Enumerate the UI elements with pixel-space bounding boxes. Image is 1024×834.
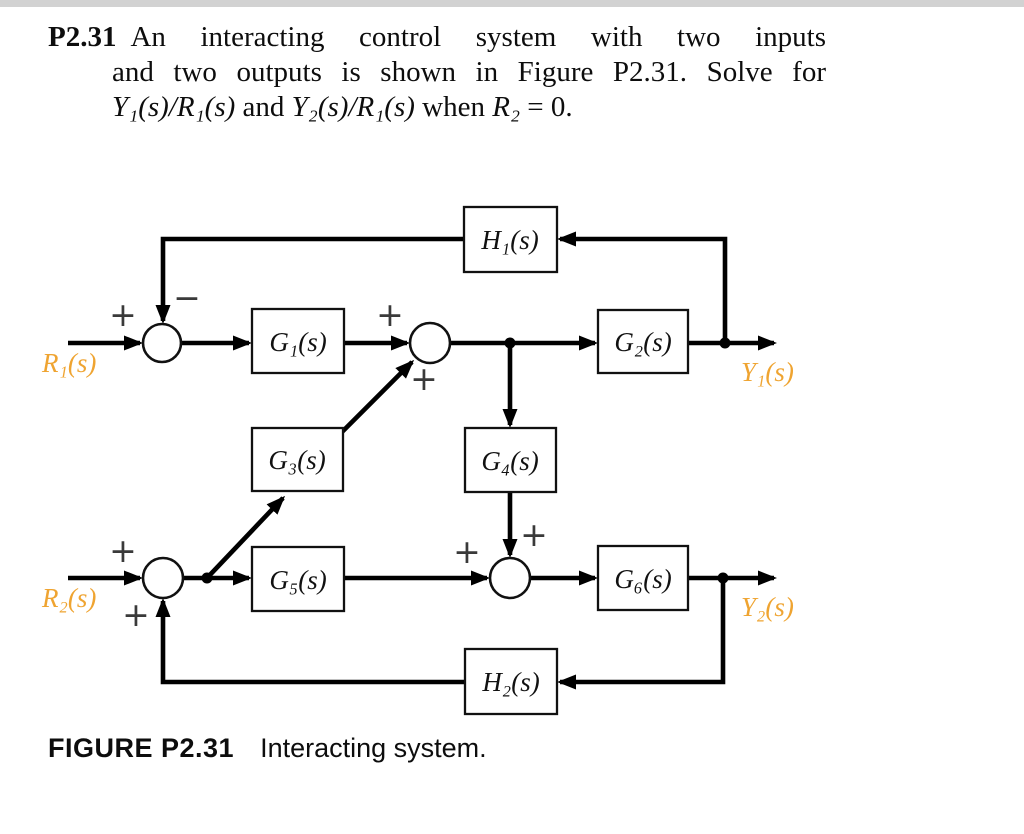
statement-line-2: and two outputs is shown in Figure P2.31… — [48, 55, 826, 90]
wire-g3-to-sum2 — [340, 359, 415, 434]
math-r2: R₂ — [492, 91, 521, 123]
math-y1-r1: Y₁(s)/R₁(s) — [112, 91, 236, 123]
block-g4-label: G₄(s) — [481, 446, 538, 476]
sign-plus-sum3-input: + — [453, 532, 481, 571]
block-g2-label: G₂(s) — [614, 327, 671, 357]
wire-h2-to-sum4-feedback — [155, 598, 465, 685]
statement-line-3: Y₁(s)/R₁(s) and Y₂(s)/R₁(s) when R₂ = 0. — [48, 90, 826, 125]
branch-dot-sum2-output — [504, 337, 516, 349]
block-g3 — [250, 426, 345, 493]
wire-h1-to-sum1-feedback — [155, 236, 464, 324]
sign-plus-sum2-input: + — [376, 295, 404, 334]
branch-dot-sum4-output — [201, 572, 213, 584]
sign-plus-sum1-input: + — [109, 295, 137, 334]
statement-text-2: and two outputs is shown in Figure P2.31… — [112, 56, 826, 88]
sign-plus-sum4-feedback: + — [122, 595, 150, 634]
block-g6-label: G₆(s) — [614, 564, 671, 594]
statement-text-and: and — [235, 91, 292, 123]
problem-number: P2.31 — [48, 21, 117, 53]
signal-label-r1: R₁(s) — [41, 348, 96, 378]
block-g2 — [596, 308, 690, 375]
statement-text-when: when — [414, 91, 493, 123]
sign-plus-sum2-diagonal: + — [410, 359, 438, 398]
signal-label-r2: R₂(s) — [41, 583, 96, 613]
sign-minus-sum1-feedback: − — [173, 278, 201, 317]
wire-y2-to-h2-feedback — [557, 578, 726, 690]
block-h2-label: H₂(s) — [481, 667, 539, 697]
wire-branch-to-g3 — [205, 495, 286, 580]
signal-label-y2: Y₂(s) — [741, 592, 794, 622]
figure-caption: FIGURE P2.31 Interacting system. — [48, 733, 487, 764]
sign-plus-sum4-input: + — [109, 531, 137, 570]
sum-junction-1 — [141, 322, 183, 364]
statement-line-1: P2.31 An interacting control system with … — [48, 20, 826, 55]
sum-junction-3 — [488, 556, 532, 600]
signal-label-y1: Y₁(s) — [741, 357, 794, 387]
block-g3-label: G₃(s) — [268, 445, 325, 475]
problem-statement: P2.31 An interacting control system with … — [48, 20, 826, 125]
figure-caption-text: Interacting system. — [260, 733, 487, 763]
block-h2 — [463, 647, 559, 716]
block-g4 — [463, 426, 558, 494]
block-g1-label: G₁(s) — [269, 327, 326, 357]
sum-junction-4 — [141, 556, 185, 600]
statement-text-eq-zero: = 0. — [520, 91, 573, 123]
block-g5 — [250, 545, 346, 613]
wire-y1-to-h1-feedback — [557, 231, 728, 343]
branch-dot-y1 — [719, 337, 731, 349]
block-h1-label: H₁(s) — [480, 225, 538, 255]
page-top-edge — [0, 0, 1024, 7]
math-y2-r1: Y₂(s)/R₁(s) — [291, 91, 415, 123]
figure-caption-label: FIGURE P2.31 — [48, 733, 235, 763]
block-g6 — [596, 544, 690, 612]
sum-junction-2 — [408, 321, 452, 365]
sign-plus-sum3-top: + — [520, 515, 548, 554]
statement-text-1: An interacting control system with two i… — [130, 21, 826, 53]
block-g5-label: G₅(s) — [269, 565, 326, 595]
block-h1 — [462, 205, 559, 274]
branch-dot-y2 — [717, 572, 729, 584]
block-g1 — [250, 307, 346, 375]
